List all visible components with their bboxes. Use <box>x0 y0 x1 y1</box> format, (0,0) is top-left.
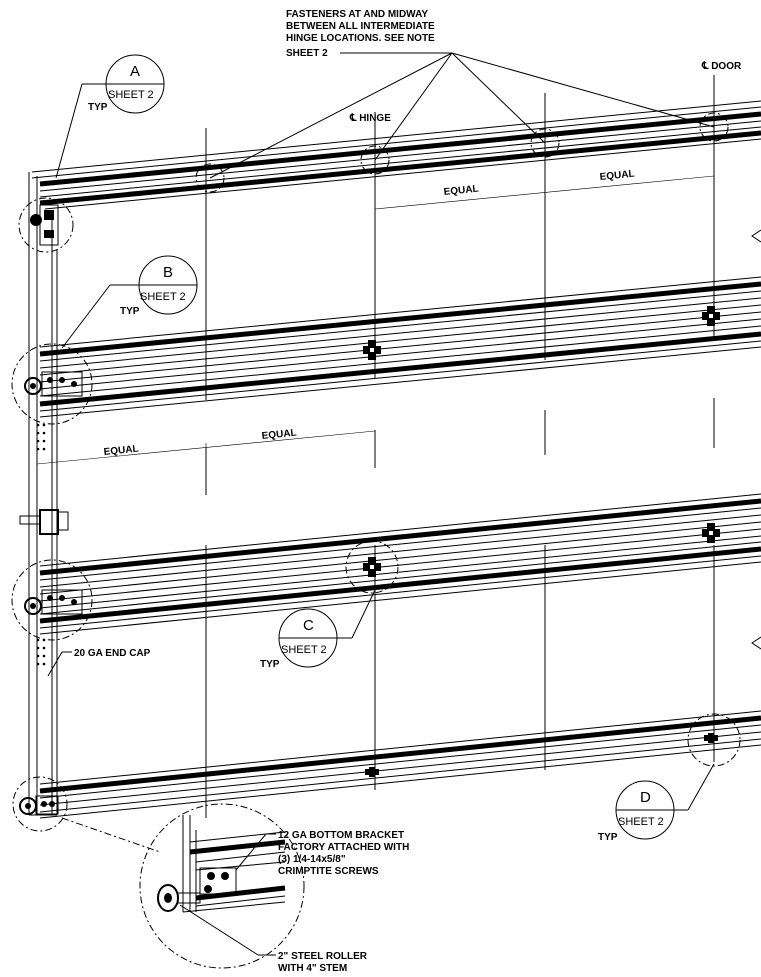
enlarged-roller-icon <box>157 884 201 912</box>
edge-markers <box>751 229 761 650</box>
upper-equal-dimension: EQUAL EQUAL <box>374 169 715 210</box>
callout-typ: TYP <box>120 306 140 317</box>
roller-note-line-1: 2" STEEL ROLLER <box>278 951 368 962</box>
fastener-note-line-4: SHEET 2 <box>286 48 328 59</box>
hinge-icon <box>363 557 381 577</box>
callout-sheet: SHEET 2 <box>108 89 154 101</box>
callout-typ: TYP <box>598 832 618 843</box>
equal-label: EQUAL <box>443 184 479 198</box>
top-rail <box>31 100 761 210</box>
callout-c: C SHEET 2 TYP <box>260 589 376 670</box>
fastener-note: FASTENERS AT AND MIDWAY BETWEEN ALL INTE… <box>209 9 715 179</box>
centerline-labels: ℄ DOOR ℄ HINGE <box>349 61 742 124</box>
bracket-note-line-4: CRIMPTITE SCREWS <box>278 866 379 877</box>
lock-handle-icon <box>19 509 69 535</box>
lower-equal-dimension: EQUAL EQUAL <box>36 428 376 465</box>
roller-icon <box>24 371 83 397</box>
hinge-icon <box>704 733 718 743</box>
end-cap-screws <box>36 423 46 666</box>
roller-icon <box>24 589 83 615</box>
fastener-note-line-1: FASTENERS AT AND MIDWAY <box>286 9 428 20</box>
callout-letter: C <box>303 617 314 634</box>
callout-sheet: SHEET 2 <box>281 644 327 656</box>
centerline-hinge-label: ℄ HINGE <box>349 113 391 124</box>
callout-typ: TYP <box>260 659 280 670</box>
callout-letter: B <box>163 264 173 281</box>
bracket-note-line-2: FACTORY ATTACHED WITH <box>278 842 409 853</box>
bracket-note-line-1: 12 GA BOTTOM BRACKET <box>278 830 404 841</box>
enlarged-bracket <box>182 815 286 913</box>
hinge-icon <box>702 306 720 326</box>
door-end-stile <box>28 172 58 816</box>
callout-letter: D <box>640 789 651 806</box>
fastener-note-line-3: HINGE LOCATIONS. SEE NOTE <box>286 33 435 44</box>
hinge-icon <box>365 767 379 777</box>
callout-d: D SHEET 2 TYP <box>598 763 715 843</box>
callout-b: B SHEET 2 TYP <box>61 255 198 349</box>
callout-sheet: SHEET 2 <box>140 291 186 303</box>
bottom-bracket-detail: 12 GA BOTTOM BRACKET FACTORY ATTACHED WI… <box>61 803 409 974</box>
bracket-note-line-3: (3) 1/4-14x5/8" <box>278 854 346 865</box>
hinge-icon <box>363 340 381 360</box>
hinge-icon <box>702 523 720 543</box>
callout-a: A SHEET 2 TYP <box>55 54 165 179</box>
end-cap-label: 20 GA END CAP <box>74 648 151 659</box>
intermediate-stiles <box>205 75 715 818</box>
callout-letter: A <box>130 63 140 80</box>
end-cap-note: 20 GA END CAP <box>47 648 151 677</box>
roller-note-line-2: WITH 4" STEM <box>278 963 347 974</box>
equal-label: EQUAL <box>261 428 297 442</box>
fastener-note-line-2: BETWEEN ALL INTERMEDIATE <box>286 21 435 32</box>
bottom-rail <box>39 710 761 819</box>
callout-sheet: SHEET 2 <box>618 816 664 828</box>
top-bracket-icon <box>30 204 59 246</box>
centerline-door-label: ℄ DOOR <box>701 61 742 72</box>
hinge-icons <box>363 306 720 777</box>
detail-circles <box>11 112 741 832</box>
callout-typ: TYP <box>88 102 108 113</box>
second-rail <box>39 276 761 418</box>
bottom-roller-icon <box>19 795 59 815</box>
equal-label: EQUAL <box>599 169 635 183</box>
end-hardware <box>19 204 83 815</box>
third-rail <box>39 493 761 635</box>
equal-label: EQUAL <box>103 444 139 458</box>
